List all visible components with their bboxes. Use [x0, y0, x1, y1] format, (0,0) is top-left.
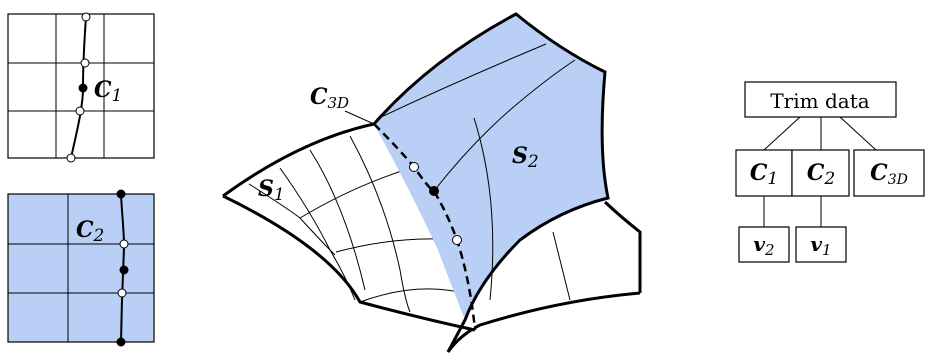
- surface-s2-back: [438, 202, 640, 350]
- surface-label-s1: S1: [258, 176, 285, 205]
- curve-point-open: [117, 288, 127, 298]
- tree-label-v1: v1: [810, 232, 831, 259]
- tree-root-box: [744, 81, 897, 118]
- tree-node-v1: [795, 226, 847, 263]
- surface-s2: [374, 14, 608, 320]
- curve-point-filled: [78, 83, 88, 93]
- curve-3d: [373, 123, 477, 331]
- curve-label-c1: C1: [94, 77, 122, 106]
- param-grid-top: C1: [7, 12, 155, 163]
- curve-point-filled: [429, 186, 439, 196]
- curve-point-open: [409, 162, 419, 172]
- surface-label-s2: S2: [512, 143, 539, 172]
- tree-node-c2: [791, 149, 850, 197]
- curve-label-c2: C2: [76, 217, 104, 246]
- curve-point-open: [452, 235, 462, 245]
- tree-node-v2: [738, 226, 790, 263]
- curve-point-filled: [116, 189, 126, 199]
- trim-data-tree: Trim data C1 C2 C3D v2 v1: [735, 81, 925, 263]
- curve-point-open: [81, 12, 91, 22]
- curve-point-open: [80, 58, 90, 68]
- curve-point-open: [66, 153, 76, 163]
- curve-point-open: [119, 239, 129, 249]
- surface-scene: C3D S1 S2: [222, 12, 642, 353]
- curve-label-c3d: C3D: [310, 84, 349, 112]
- curve-point-open: [75, 106, 85, 116]
- tree-root-label: Trim data: [770, 89, 869, 113]
- curve-point-filled: [119, 265, 129, 275]
- curve-point-filled: [116, 337, 126, 347]
- param-grid-bottom: C2: [7, 189, 155, 347]
- surface-s1: [223, 124, 475, 330]
- tree-label-c2: C2: [807, 160, 835, 189]
- tree-label-c3d: C3D: [870, 160, 908, 188]
- tree-label-v2: v2: [753, 232, 774, 259]
- tree-node-c3d: [853, 149, 925, 197]
- tree-label-c1: C1: [750, 160, 778, 189]
